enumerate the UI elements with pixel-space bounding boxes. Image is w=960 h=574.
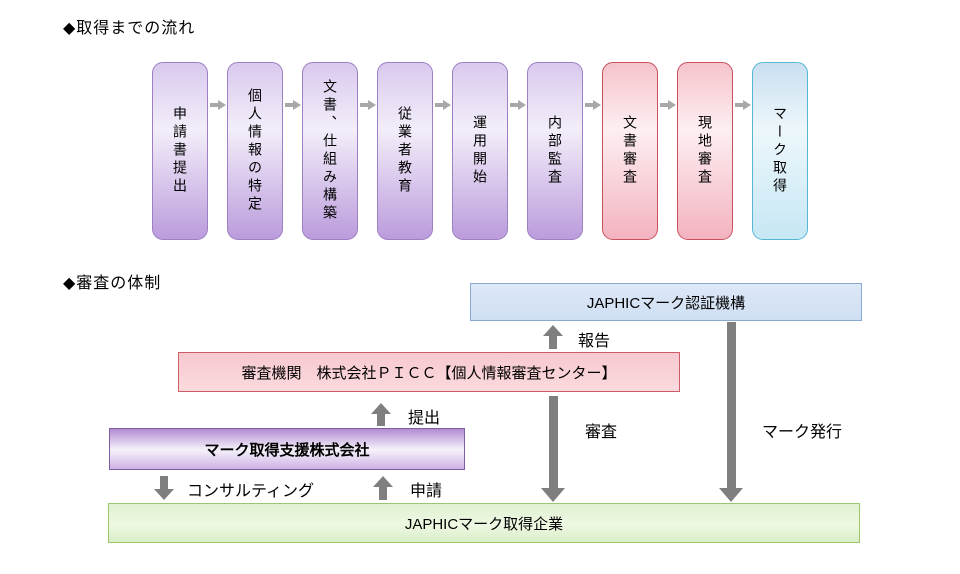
acquisition-flow-row: 申請書提出 個人情報の特定 文書、仕組み構築 従業者教育 運用開始 内部監査 文… bbox=[152, 62, 808, 240]
up-arrow-icon bbox=[371, 403, 391, 426]
right-arrow-icon bbox=[209, 100, 226, 110]
report-label: 報告 bbox=[578, 333, 611, 350]
section-title-flow: ◆取得までの流れ bbox=[63, 20, 196, 37]
flow-step-label: マーク取得 bbox=[772, 106, 788, 196]
right-arrow-icon bbox=[659, 100, 676, 110]
up-arrow-icon bbox=[373, 476, 393, 500]
flow-step-label: 文書審査 bbox=[622, 115, 638, 187]
down-arrow-icon bbox=[154, 476, 174, 500]
right-arrow-icon bbox=[284, 100, 301, 110]
up-arrow-icon bbox=[543, 325, 563, 349]
examine-label: 審査 bbox=[585, 424, 618, 441]
flow-step-start-operation: 運用開始 bbox=[452, 62, 508, 240]
flow-step-mark-acquired: マーク取得 bbox=[752, 62, 808, 240]
right-arrow-icon bbox=[509, 100, 526, 110]
right-arrow-icon bbox=[434, 100, 451, 110]
flow-step-build-docs: 文書、仕組み構築 bbox=[302, 62, 358, 240]
flow-step-application: 申請書提出 bbox=[152, 62, 208, 240]
flow-step-document-review: 文書審査 bbox=[602, 62, 658, 240]
flow-step-label: 文書、仕組み構築 bbox=[322, 79, 338, 223]
support-company-box: マーク取得支援株式会社 bbox=[109, 428, 465, 470]
flow-step-label: 運用開始 bbox=[472, 115, 488, 187]
down-arrow-icon bbox=[719, 322, 743, 502]
right-arrow-icon bbox=[359, 100, 376, 110]
certifier-org-box: JAPHICマーク認証機構 bbox=[470, 283, 862, 321]
examiner-org-box: 審査機関 株式会社ＰＩＣＣ【個人情報審査センター】 bbox=[178, 352, 680, 392]
apply-label: 申請 bbox=[410, 483, 443, 500]
flow-step-employee-training: 従業者教育 bbox=[377, 62, 433, 240]
section-title-structure: ◆審査の体制 bbox=[63, 275, 162, 292]
flow-step-identify-info: 個人情報の特定 bbox=[227, 62, 283, 240]
flow-step-onsite-review: 現地審査 bbox=[677, 62, 733, 240]
acquiring-company-box: JAPHICマーク取得企業 bbox=[108, 503, 860, 543]
flow-step-label: 内部監査 bbox=[547, 115, 563, 187]
flow-step-label: 個人情報の特定 bbox=[247, 88, 263, 214]
right-arrow-icon bbox=[734, 100, 751, 110]
flow-step-internal-audit: 内部監査 bbox=[527, 62, 583, 240]
down-arrow-icon bbox=[541, 396, 565, 502]
consulting-label: コンサルティング bbox=[187, 483, 315, 500]
submit-label: 提出 bbox=[408, 410, 441, 427]
issue-label: マーク発行 bbox=[762, 424, 843, 441]
flow-step-label: 従業者教育 bbox=[397, 106, 413, 196]
flow-step-label: 現地審査 bbox=[697, 115, 713, 187]
right-arrow-icon bbox=[584, 100, 601, 110]
flow-step-label: 申請書提出 bbox=[172, 106, 188, 196]
